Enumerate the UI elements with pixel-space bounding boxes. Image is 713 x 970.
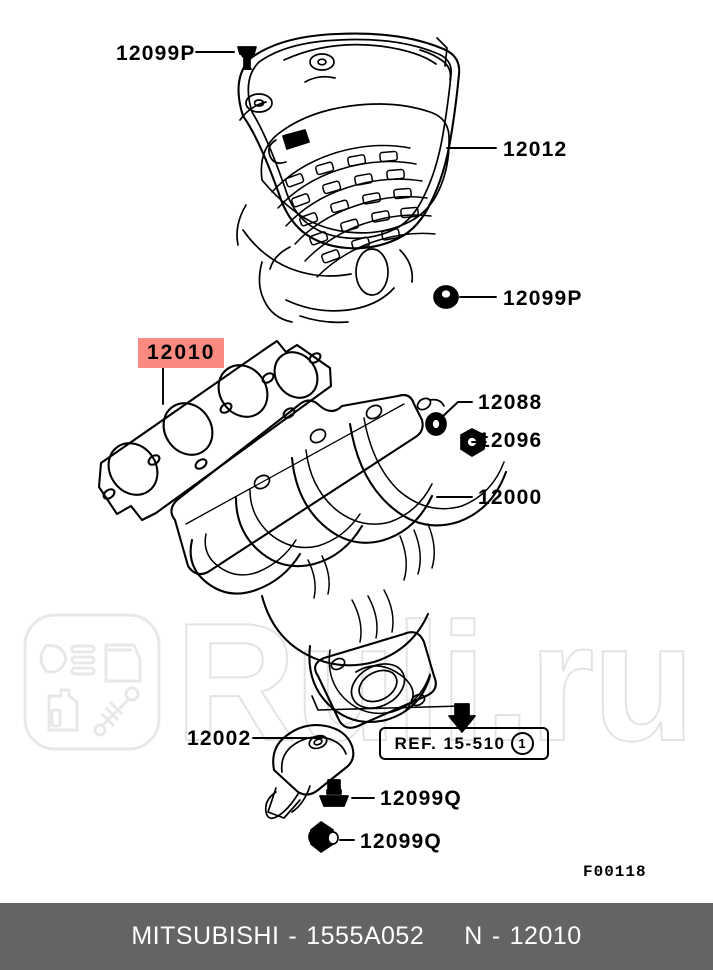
callout-12012: 12012	[503, 138, 568, 161]
callout-12099p-middle: 12099P	[503, 287, 583, 310]
reference-box-text: REF. 15-510	[394, 733, 506, 753]
exhaust-manifold-12000-part	[170, 393, 508, 729]
callout-12099q-upper: 12099Q	[380, 787, 462, 810]
leader-12088	[441, 401, 473, 418]
callout-12010-highlighted: 12010	[138, 338, 225, 368]
callout-12099q-lower: 12099Q	[360, 830, 442, 853]
heat-shield-part	[236, 32, 461, 324]
reference-box[interactable]: REF. 15-510 1	[379, 727, 549, 760]
footer-group-number: 12010	[509, 922, 582, 950]
nut-12099p-middle	[433, 285, 459, 309]
callout-12099p-top: 12099P	[116, 42, 196, 65]
callout-12096: 12096	[478, 429, 543, 452]
footer-brand: MITSUBISHI	[131, 922, 280, 950]
footer-part-number: 1555A052	[306, 922, 425, 950]
washer-12088-part	[425, 412, 447, 436]
bolt-12099q-lower	[308, 821, 339, 853]
callout-12088: 12088	[478, 391, 543, 414]
bolt-12099p-top	[237, 46, 257, 70]
callout-12000: 12000	[478, 486, 543, 509]
diagram-id: F00118	[583, 863, 647, 881]
footer-separator: -	[288, 922, 298, 950]
exhaust-manifold-drawing	[97, 32, 508, 853]
footer-text-group: MITSUBISHI - 1555A052 N - 12010	[131, 922, 581, 951]
gasket-12010-part	[97, 339, 333, 522]
reference-pointer	[311, 695, 476, 733]
bolt-12099q-upper	[319, 779, 349, 807]
footer-separator-2: -	[491, 922, 501, 950]
callout-12002: 12002	[187, 727, 252, 750]
footer-bar: MITSUBISHI - 1555A052 N - 12010	[0, 903, 713, 970]
footer-group-letter: N	[464, 922, 483, 950]
reference-box-circle-number: 1	[510, 732, 534, 755]
